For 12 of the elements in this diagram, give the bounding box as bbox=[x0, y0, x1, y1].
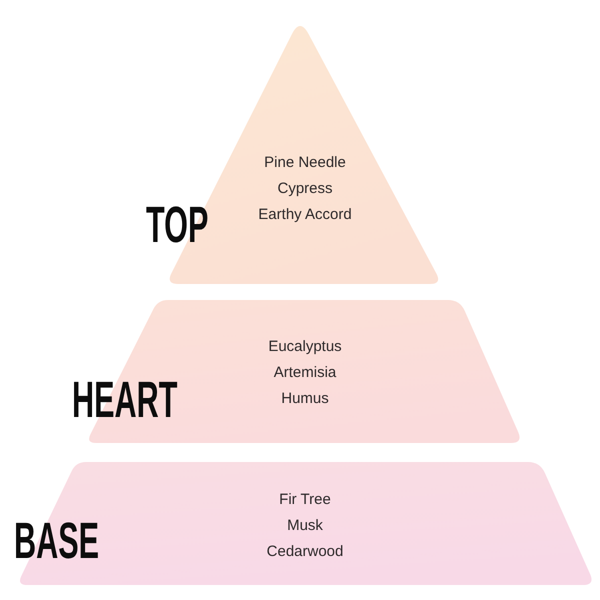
note-text: Earthy Accord bbox=[258, 205, 352, 225]
note-text: Eucalyptus bbox=[268, 337, 342, 357]
tier-heading: HEART bbox=[72, 374, 178, 425]
note-text: Artemisia bbox=[274, 363, 336, 383]
tier-heading: BASE bbox=[14, 515, 100, 566]
note-text: Cedarwood bbox=[266, 542, 344, 562]
note-text: Cypress bbox=[278, 179, 332, 199]
tier-heading: TOP bbox=[146, 199, 208, 250]
note-text: Musk bbox=[287, 516, 323, 536]
note-text: Fir Tree bbox=[279, 490, 331, 510]
note-text: Pine Needle bbox=[264, 153, 346, 173]
note-text: Humus bbox=[281, 389, 329, 409]
